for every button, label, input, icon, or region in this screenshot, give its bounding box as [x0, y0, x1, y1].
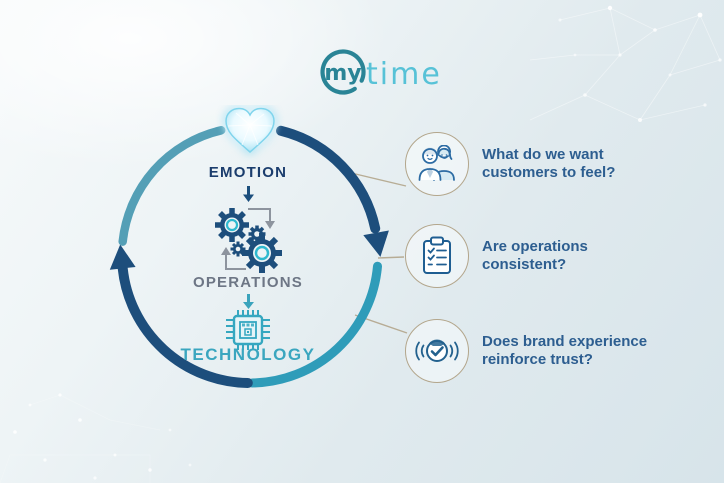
callout-circle-customers — [405, 132, 469, 196]
stage-label-technology: TECHNOLOGY — [180, 345, 316, 364]
chip-icon — [226, 310, 270, 350]
trust-badge-icon — [415, 339, 459, 362]
logo-text-my: my — [324, 61, 361, 86]
heart-icon — [225, 107, 275, 153]
question-customers: What do we want customers to feel? — [482, 136, 692, 192]
cycle-circle — [109, 107, 389, 388]
stage-label-emotion: EMOTION — [208, 164, 288, 181]
cycle-arc-top-left — [118, 126, 226, 246]
cycle-arrowhead-right — [363, 230, 389, 257]
connector-line-2 — [377, 256, 405, 259]
cycle-arrowhead-left — [109, 244, 136, 270]
cycle-arc-right-bottom — [247, 261, 382, 388]
cycle-arc-bottom-left — [117, 263, 253, 388]
stage-label-operations: OPERATIONS — [192, 274, 304, 291]
question-line: reinforce trust? — [482, 351, 593, 368]
question-line: customers to feel? — [482, 164, 616, 181]
question-line: Does brand experience — [482, 333, 648, 350]
gears-icon — [215, 208, 282, 273]
question-line: What do we want — [482, 146, 604, 163]
question-operations: Are operations consistent? — [482, 228, 692, 284]
mytime-logo: my time — [320, 49, 442, 95]
logo-circle — [320, 49, 366, 95]
down-arrow-icon — [243, 186, 254, 202]
down-arrow-icon — [243, 294, 254, 309]
callout-circle-trust — [405, 319, 469, 383]
cycle-arc-top-right — [276, 125, 381, 234]
network-decoration-bottom-left — [0, 393, 192, 483]
customers-icon — [418, 145, 455, 181]
question-trust: Does brand experience reinforce trust? — [482, 323, 692, 379]
callout-circle-checklist — [405, 224, 469, 288]
question-line: Are operations — [482, 238, 588, 255]
logo-text-time: time — [366, 57, 442, 92]
checklist-icon — [423, 236, 451, 274]
question-line: consistent? — [482, 256, 567, 273]
network-decoration-top-right — [529, 5, 722, 122]
